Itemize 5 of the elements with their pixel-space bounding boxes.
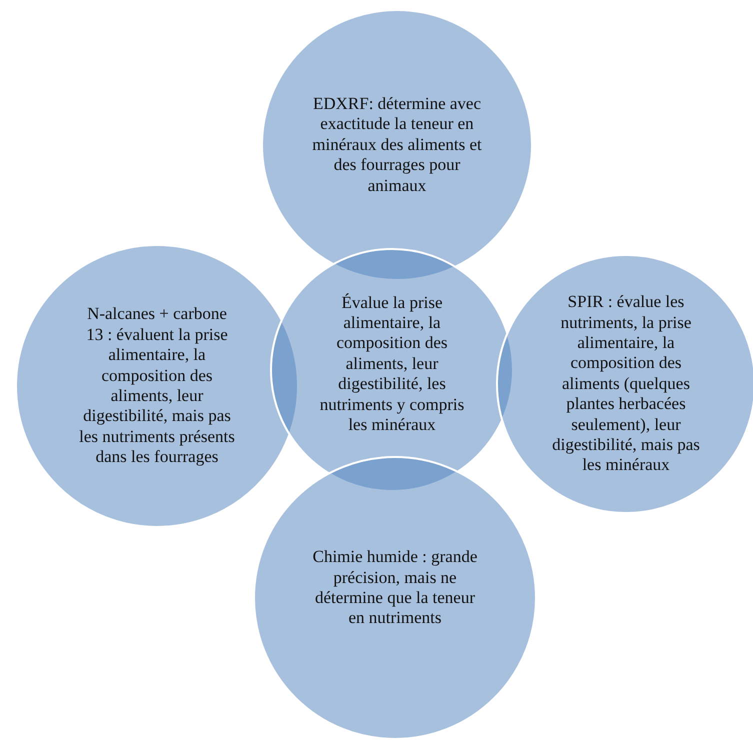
- circle-text: SPIR : évalue les nutriments, la prise alimentaire, la composition des aliments (quelques plantes herbacées seulement), leur digestibilité, mais pas les minéraux: [551, 292, 701, 476]
- circle-text: Chimie humide : grande précision, mais ne détermine que la teneur en nutriments: [312, 547, 478, 629]
- circle-text: EDXRF: détermine avec exactitude la teneur en minéraux des aliments et des fourrages pour animaux: [312, 94, 482, 196]
- circle-text: N-alcanes + carbone 13 : évaluent la prise alimentaire, la composition des aliments, leur digestibilité, mais pas les nutriments présents dans les fourrages: [78, 304, 236, 468]
- circle-text: Évalue la prise alimentaire, la composition des aliments, leur digestibilité, les nutriments y compris les minéraux: [318, 292, 466, 436]
